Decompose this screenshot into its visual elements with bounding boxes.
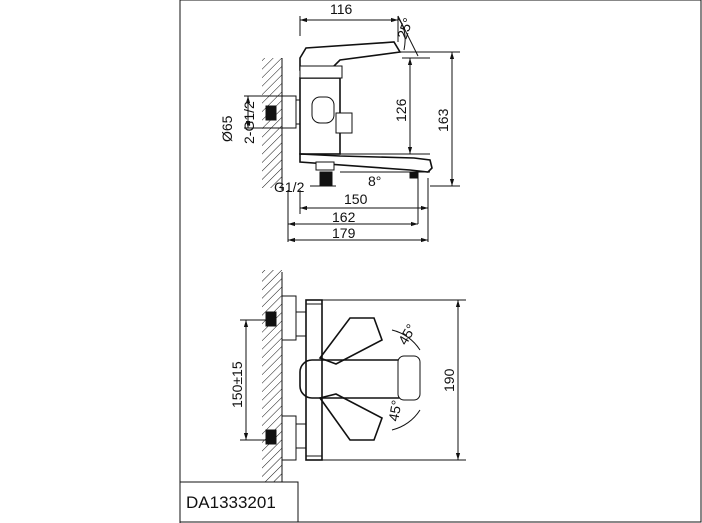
dim-25deg: 25° xyxy=(394,16,416,41)
dim-d65: Ø65 xyxy=(219,115,235,142)
dim-8deg: 8° xyxy=(368,173,381,189)
wall-flange xyxy=(281,95,297,129)
wall-hatch-lower xyxy=(262,270,282,482)
spout xyxy=(299,153,433,173)
dim-150-15: 150±15 xyxy=(229,361,245,408)
inlet-upper xyxy=(265,311,277,327)
outlet-fitting xyxy=(315,161,335,171)
dim-162: 162 xyxy=(332,209,356,225)
dim-150: 150 xyxy=(344,191,368,207)
inlet-thread-block xyxy=(265,105,277,121)
top-view: 45° 45° 150±15 190 xyxy=(229,270,466,482)
body-bar xyxy=(305,299,323,461)
spout-top xyxy=(299,359,411,399)
dim-126: 126 xyxy=(393,98,409,122)
side-view: 116 25° 126 163 8° Ø65 2-G1/2 G1/2 150 xyxy=(219,1,460,243)
product-code: DA1333201 xyxy=(186,493,276,512)
dim-190: 190 xyxy=(441,368,457,392)
outlet-thread xyxy=(319,171,333,187)
body-boss xyxy=(311,96,335,124)
dim-45-lower: 45° xyxy=(385,399,404,423)
drawing-frame xyxy=(179,0,702,523)
dim-179: 179 xyxy=(332,225,356,241)
lever-pos-lower xyxy=(318,393,383,441)
inlet-lower xyxy=(265,429,277,445)
aerator xyxy=(409,171,419,179)
diverter-knob xyxy=(335,112,353,134)
dim-116: 116 xyxy=(330,1,353,17)
wall-hatch-upper xyxy=(262,58,282,188)
lever-base xyxy=(299,65,343,79)
dim-2-g12: 2-G1/2 xyxy=(241,101,257,144)
code-box xyxy=(179,481,299,523)
dim-163: 163 xyxy=(435,108,451,132)
dim-g12-outlet: G1/2 xyxy=(274,179,305,195)
lever-pos-upper xyxy=(318,317,383,365)
